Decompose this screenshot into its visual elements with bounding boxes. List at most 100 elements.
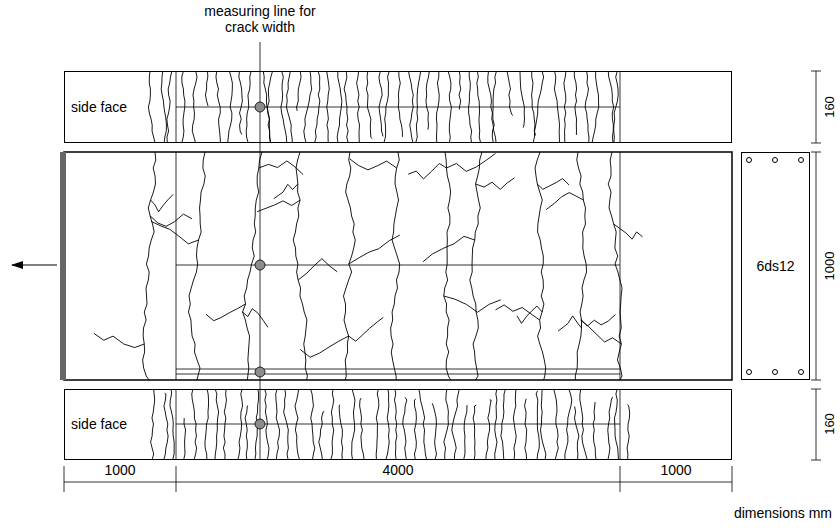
- crack-line: [614, 224, 643, 239]
- crack-line: [517, 306, 542, 323]
- crack-line: [170, 389, 174, 460]
- node-label: 6ds12: [754, 258, 796, 274]
- crack-line: [446, 153, 495, 171]
- node-label: side face: [69, 416, 129, 432]
- crack-line: [215, 389, 219, 460]
- crack-line: [151, 222, 198, 244]
- crack-line: [513, 389, 516, 460]
- crack-line: [257, 200, 300, 212]
- crack-line: [239, 71, 242, 134]
- crack-line: [464, 405, 468, 460]
- dimension-lines: [64, 71, 821, 492]
- crack-line: [349, 317, 384, 341]
- crack-line: [188, 152, 205, 380]
- crack-line: [473, 405, 476, 460]
- crack-line: [350, 159, 397, 170]
- crack-line: [339, 405, 342, 460]
- crack-line: [554, 389, 559, 460]
- crack-line: [319, 411, 325, 460]
- crack-line: [238, 389, 243, 460]
- crack-line: [408, 163, 446, 178]
- crack-line: [331, 389, 334, 460]
- crack-line: [366, 71, 372, 139]
- crack-line: [276, 389, 280, 460]
- crack-line: [520, 71, 525, 128]
- load-arrow: [12, 264, 57, 265]
- crack-line: [608, 152, 622, 380]
- crack-line: [297, 71, 301, 111]
- crack-line: [574, 71, 576, 135]
- crack-line: [164, 393, 168, 460]
- dimension-value: 1000: [658, 462, 693, 478]
- dimension-value: 160: [823, 411, 836, 437]
- cross-section-box: 6ds12: [741, 152, 810, 380]
- crack-line: [580, 389, 587, 460]
- crack-line: [496, 305, 540, 320]
- crack-line: [507, 71, 513, 116]
- crack-line: [391, 152, 400, 380]
- crack-line: [459, 71, 461, 109]
- crack-line: [192, 389, 197, 460]
- crack-line: [452, 389, 460, 460]
- crack-line: [394, 389, 396, 460]
- crack-line: [532, 71, 536, 135]
- crack-line: [386, 389, 389, 460]
- crack-line: [300, 336, 348, 357]
- crack-line: [167, 71, 172, 143]
- crack-line: [444, 152, 451, 380]
- crack-line: [501, 389, 506, 460]
- crack-line: [470, 152, 482, 380]
- crack-line: [608, 397, 613, 460]
- crack-line: [403, 397, 407, 460]
- crack-line: [205, 71, 208, 106]
- dimension-value: 4000: [380, 462, 415, 478]
- crack-line: [205, 389, 209, 460]
- crack-line: [352, 389, 355, 460]
- dimension-value: 1000: [102, 462, 137, 478]
- crack-line: [151, 194, 174, 211]
- dimension-value: 1000: [823, 250, 836, 283]
- crack-line: [546, 193, 583, 210]
- crack-line: [414, 399, 416, 460]
- crack-line: [398, 71, 402, 137]
- crack-line: [558, 316, 581, 331]
- measuring-points: [255, 102, 265, 429]
- crack-pattern: [94, 71, 643, 460]
- crack-line: [419, 389, 427, 460]
- crack-line: [148, 71, 155, 143]
- crack-line: [311, 389, 315, 460]
- load-plate: [60, 152, 66, 380]
- crack-line: [161, 71, 166, 143]
- crack-line: [486, 400, 491, 460]
- crack-line: [444, 296, 501, 312]
- crack-line: [426, 71, 429, 130]
- units-note: dimensions mm: [732, 505, 834, 521]
- crack-line: [495, 389, 497, 460]
- crack-line: [379, 71, 383, 136]
- region-lines: [176, 71, 620, 460]
- crack-line: [575, 152, 586, 380]
- crack-line: [360, 398, 365, 460]
- slab-outline: [64, 152, 732, 380]
- crack-line: [541, 389, 546, 460]
- crack-line: [535, 152, 546, 380]
- rebar-dots: [747, 158, 804, 375]
- crack-line: [593, 402, 596, 460]
- measuring-line-note: measuring line for crack width: [193, 3, 327, 35]
- crack-line: [245, 406, 248, 460]
- crack-line: [151, 389, 155, 460]
- crack-line: [432, 403, 436, 460]
- crack-line: [525, 399, 527, 460]
- crack-line: [376, 389, 379, 460]
- side-face-box: side face: [64, 389, 732, 460]
- crack-line: [143, 152, 156, 380]
- crack-line: [536, 391, 539, 460]
- crack-line: [298, 259, 337, 280]
- crack-line: [295, 389, 300, 460]
- side-face-box: side face: [64, 71, 732, 143]
- crack-line: [615, 389, 619, 460]
- crack-line: [223, 389, 226, 460]
- crack-line: [582, 315, 616, 326]
